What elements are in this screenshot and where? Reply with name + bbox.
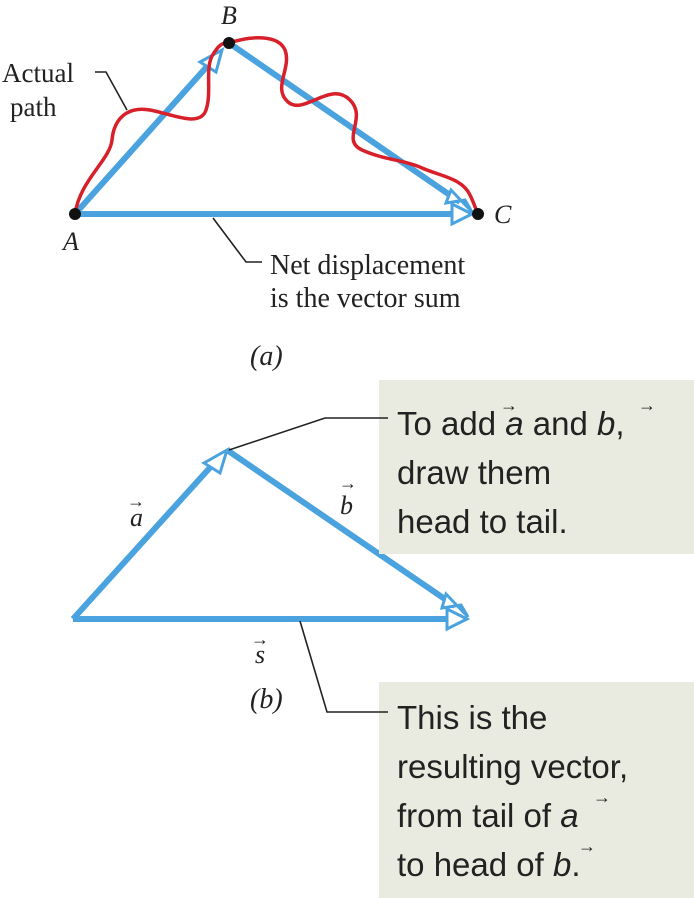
callout-top-line2: draw them	[397, 454, 551, 491]
callout-bottom-arrow-a: →	[593, 787, 611, 807]
actual-path-label-line2: path	[10, 92, 57, 122]
point-a-label: A	[61, 227, 79, 256]
vector-b-arrow-mark: →	[339, 473, 357, 493]
callout-bottom-line1: This is the	[397, 699, 547, 736]
point-b-dot	[223, 37, 235, 49]
vector-a-arrow-mark: →	[127, 491, 145, 511]
callout-bottom-line3: from tail of a	[397, 797, 579, 834]
callout-top-line3: head to tail.	[397, 503, 568, 540]
callout-bottom-arrow-b: →	[578, 836, 596, 856]
vector-ab	[72, 59, 214, 217]
panel-b: → a → b → s (b) To add a and b, → → draw…	[70, 380, 694, 898]
vector-a-label: a	[130, 503, 143, 532]
callout-top-arrow-a: →	[500, 395, 518, 415]
vector-a	[70, 459, 218, 622]
panel-a: A B C Actual path Net displacement is th…	[2, 1, 512, 372]
net-displacement-arrowhead	[450, 201, 476, 227]
callout-top-arrow-b: →	[638, 395, 656, 415]
vector-s-arrowhead	[445, 606, 471, 632]
callout-bottom-box	[379, 682, 694, 898]
actual-path-leader	[95, 71, 128, 111]
callout-top-line1: To add a and b,	[397, 405, 625, 442]
point-c-dot	[472, 208, 484, 220]
vector-b-arrowhead	[439, 591, 470, 619]
actual-path-curve	[73, 36, 480, 216]
callout-bottom-leader	[299, 620, 388, 713]
net-displacement-label-line1: Net displacement	[270, 250, 465, 281]
panel-b-caption: (b)	[250, 684, 283, 715]
vector-b-label: b	[340, 491, 353, 520]
vector-bc	[227, 40, 462, 205]
vector-b	[225, 447, 457, 609]
callout-top-leader	[228, 417, 388, 451]
callout-bottom-line4: to head of b.	[397, 846, 581, 883]
callout-bottom-line2: resulting vector,	[397, 748, 628, 785]
vector-a-arrowhead	[201, 446, 230, 476]
vector-bc-arrowhead	[443, 187, 474, 214]
net-displacement-leader	[212, 217, 262, 263]
net-displacement-label-line2: is the vector sum	[270, 283, 461, 314]
actual-path-label-line1: Actual	[2, 58, 74, 88]
callout-top-box	[379, 380, 694, 554]
point-c-label: C	[494, 200, 512, 229]
panel-a-caption: (a)	[250, 341, 283, 372]
vector-s-label: s	[255, 640, 265, 669]
point-b-label: B	[221, 1, 237, 30]
vector-s-arrow-mark: →	[251, 629, 269, 649]
point-a-dot	[69, 208, 81, 220]
